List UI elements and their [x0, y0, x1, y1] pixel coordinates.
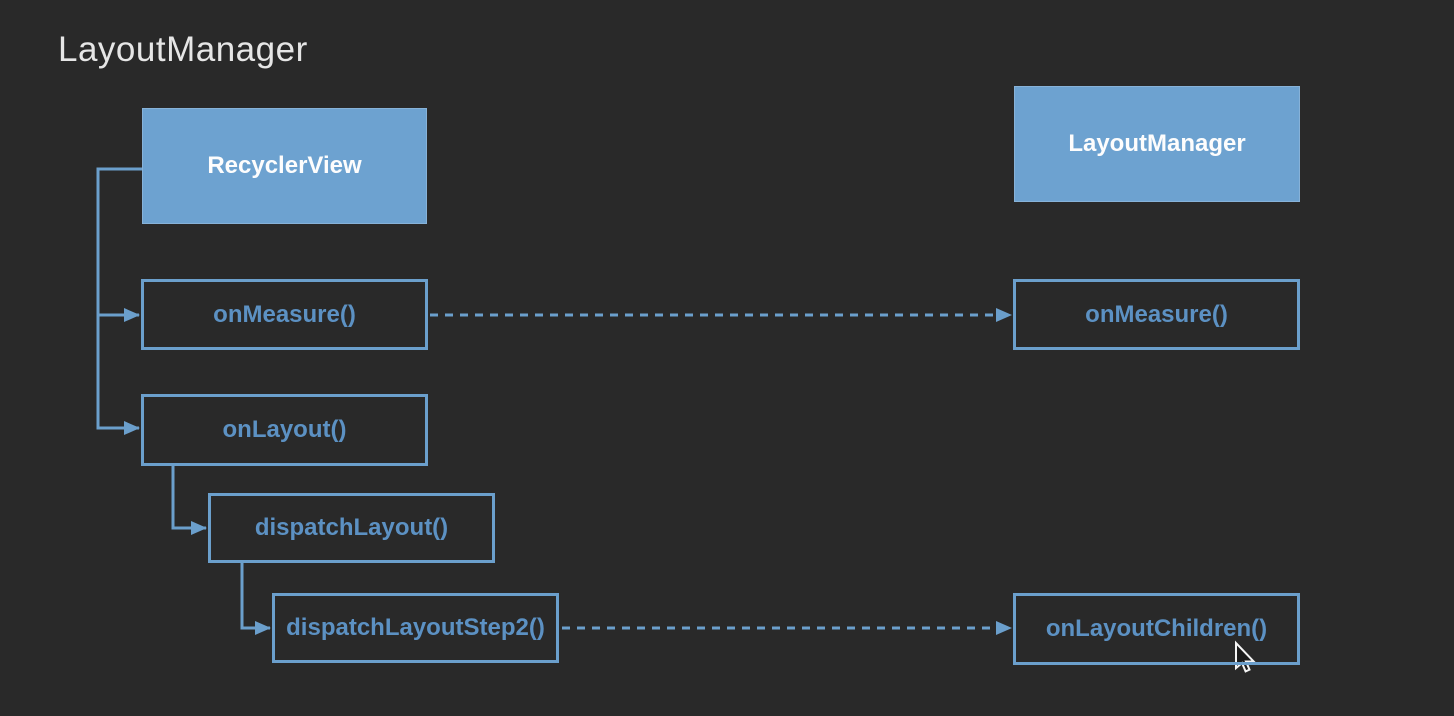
node-dispatchlayout-label: dispatchLayout() [254, 514, 449, 541]
edge-onlayout-to-dispatchlayout [171, 466, 207, 535]
node-onlayout-label: onLayout() [222, 416, 347, 443]
node-onmeasure-right: onMeasure() [1013, 279, 1300, 350]
node-layoutmanager-label: LayoutManager [1068, 130, 1246, 157]
node-onmeasure-left: onMeasure() [141, 279, 428, 350]
node-onlayoutchildren: onLayoutChildren() [1013, 593, 1300, 665]
page-title: LayoutManager [58, 30, 308, 69]
node-dispatchlayoutstep2-label: dispatchLayoutStep2() [286, 614, 545, 641]
edge-dispatchlayout-to-dispatchlayoutstep2 [240, 563, 271, 635]
node-layoutmanager: LayoutManager [1014, 86, 1300, 202]
node-dispatchlayout: dispatchLayout() [208, 493, 495, 563]
node-onmeasure-right-label: onMeasure() [1085, 300, 1228, 328]
node-dispatchlayoutstep2: dispatchLayoutStep2() [272, 593, 559, 663]
node-onlayout: onLayout() [141, 394, 428, 466]
node-onlayoutchildren-label: onLayoutChildren() [1045, 615, 1268, 642]
node-recyclerview-label: RecyclerView [207, 152, 362, 179]
node-recyclerview: RecyclerView [142, 108, 427, 224]
edge-recyclerview-to-onlayout [96, 167, 142, 435]
node-onmeasure-left-label: onMeasure() [213, 300, 356, 328]
